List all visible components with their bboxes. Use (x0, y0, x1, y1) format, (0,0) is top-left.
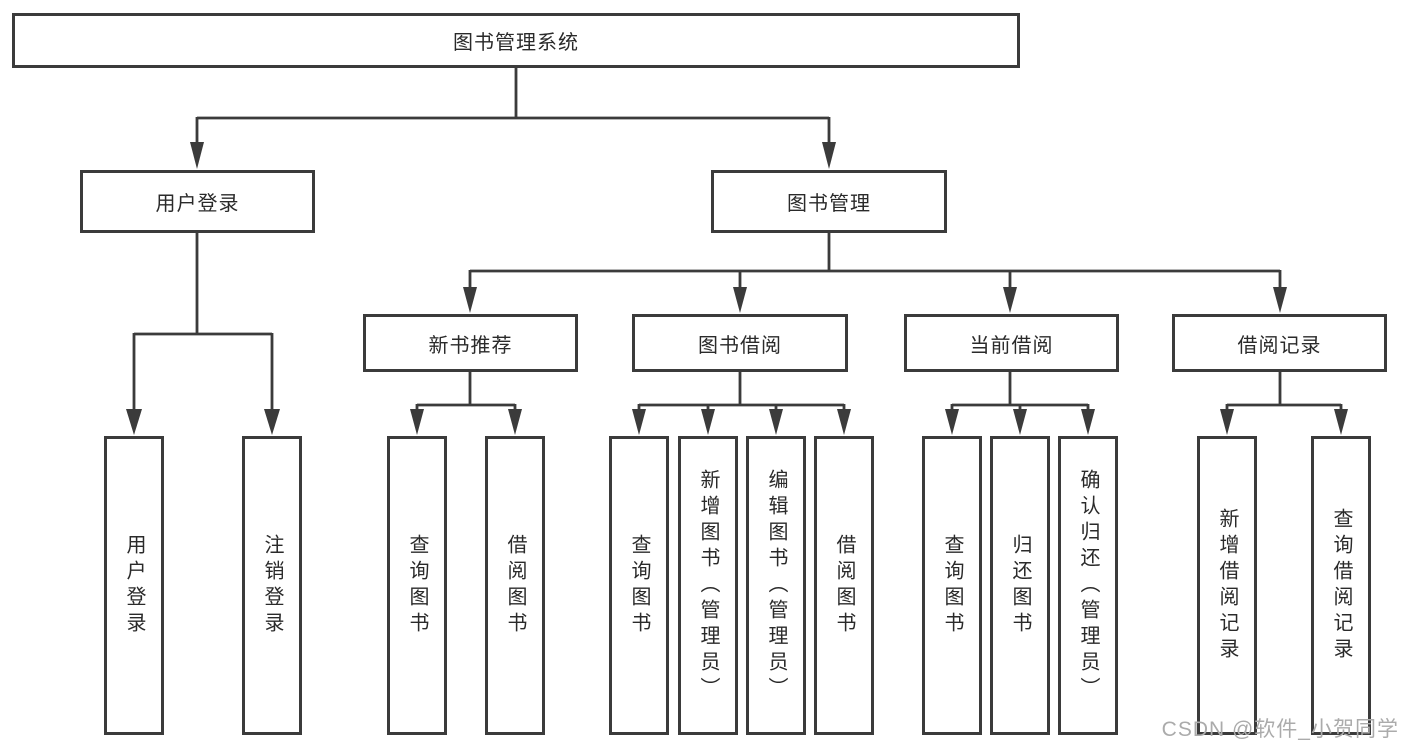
leaf-query-books-1: 查询图书 (387, 436, 447, 735)
node-label: 编辑图书（管理员） (765, 468, 787, 703)
leaf-edit-book-admin: 编辑图书（管理员） (746, 436, 806, 735)
leaf-return-books: 归还图书 (990, 436, 1050, 735)
node-library-management-system: 图书管理系统 (12, 13, 1020, 68)
node-label: 新书推荐 (428, 334, 513, 357)
node-user-login: 用户登录 (80, 170, 315, 233)
connector-book-management-to-level3 (468, 233, 1282, 289)
leaf-user-login: 用户登录 (104, 436, 164, 735)
node-label: 用户登录 (123, 533, 145, 638)
arrow-to-leaf-borrow-books-2 (837, 409, 851, 435)
leaf-borrow-books-1: 借阅图书 (485, 436, 545, 735)
node-label: 新增图书（管理员） (697, 468, 719, 703)
leaf-add-book-admin: 新增图书（管理员） (678, 436, 738, 735)
node-label: 图书管理 (787, 193, 871, 215)
node-label: 当前借阅 (969, 334, 1054, 357)
arrow-to-leaf-return-books (1013, 409, 1027, 435)
node-label: 用户登录 (155, 193, 240, 215)
node-current-borrowing: 当前借阅 (904, 314, 1119, 372)
node-borrowing-records: 借阅记录 (1172, 314, 1387, 372)
node-label: 借阅记录 (1237, 334, 1322, 357)
leaf-query-books-2: 查询图书 (609, 436, 669, 735)
leaf-borrow-books-2: 借阅图书 (814, 436, 874, 735)
node-label: 查询图书 (406, 533, 428, 638)
arrow-to-leaf-logout (264, 409, 280, 435)
node-new-book-recommendation: 新书推荐 (363, 314, 578, 372)
arrow-to-book-management (822, 142, 836, 169)
node-label: 归还图书 (1009, 533, 1031, 638)
arrow-to-current-borrowing (1003, 287, 1017, 313)
connector-current-borrowing-to-children (950, 372, 1090, 411)
leaf-query-borrow-record: 查询借阅记录 (1311, 436, 1371, 735)
node-book-borrowing: 图书借阅 (632, 314, 848, 372)
node-label: 借阅图书 (504, 533, 526, 638)
arrow-to-leaf-edit-book (769, 409, 783, 435)
arrow-to-user-login (190, 142, 204, 169)
arrow-to-leaf-add-book (701, 409, 715, 435)
arrow-to-leaf-query-books-3 (945, 409, 959, 435)
connector-borrowing-records-to-children (1225, 372, 1343, 411)
arrow-to-leaf-add-borrow-record (1220, 409, 1234, 435)
node-label: 查询借阅记录 (1330, 507, 1352, 664)
csdn-watermark: CSDN @软件_小贺同学 (1161, 718, 1399, 741)
arrowheads (126, 142, 1348, 435)
leaf-confirm-return-admin: 确认归还（管理员） (1058, 436, 1118, 735)
arrow-to-leaf-user-login (126, 409, 142, 435)
leaf-query-books-3: 查询图书 (922, 436, 982, 735)
leaf-add-borrow-record: 新增借阅记录 (1197, 436, 1257, 735)
node-label: 查询图书 (628, 533, 650, 638)
connector-root-to-level2 (195, 68, 831, 144)
arrow-to-leaf-confirm-return (1081, 409, 1095, 435)
connector-user-login-to-children (132, 233, 274, 411)
connector-new-book-to-children (415, 372, 517, 411)
node-label: 查询图书 (941, 533, 963, 638)
node-label: 图书管理系统 (453, 32, 579, 54)
node-label: 注销登录 (261, 533, 283, 638)
arrow-to-leaf-query-borrow-record (1334, 409, 1348, 435)
node-label: 确认归还（管理员） (1077, 468, 1099, 703)
node-label: 借阅图书 (833, 533, 855, 638)
arrow-to-book-borrowing (733, 287, 747, 313)
node-book-management: 图书管理 (711, 170, 947, 233)
arrow-to-leaf-query-books-2 (632, 409, 646, 435)
arrow-to-borrowing-records (1273, 287, 1287, 313)
arrow-to-leaf-borrow-books-1 (508, 409, 522, 435)
leaf-logout: 注销登录 (242, 436, 302, 735)
node-label: 图书借阅 (698, 334, 782, 357)
arrow-to-new-book-recommendation (463, 287, 477, 313)
connector-book-borrowing-to-children (637, 372, 846, 411)
node-label: 新增借阅记录 (1216, 507, 1238, 664)
arrow-to-leaf-query-books-1 (410, 409, 424, 435)
